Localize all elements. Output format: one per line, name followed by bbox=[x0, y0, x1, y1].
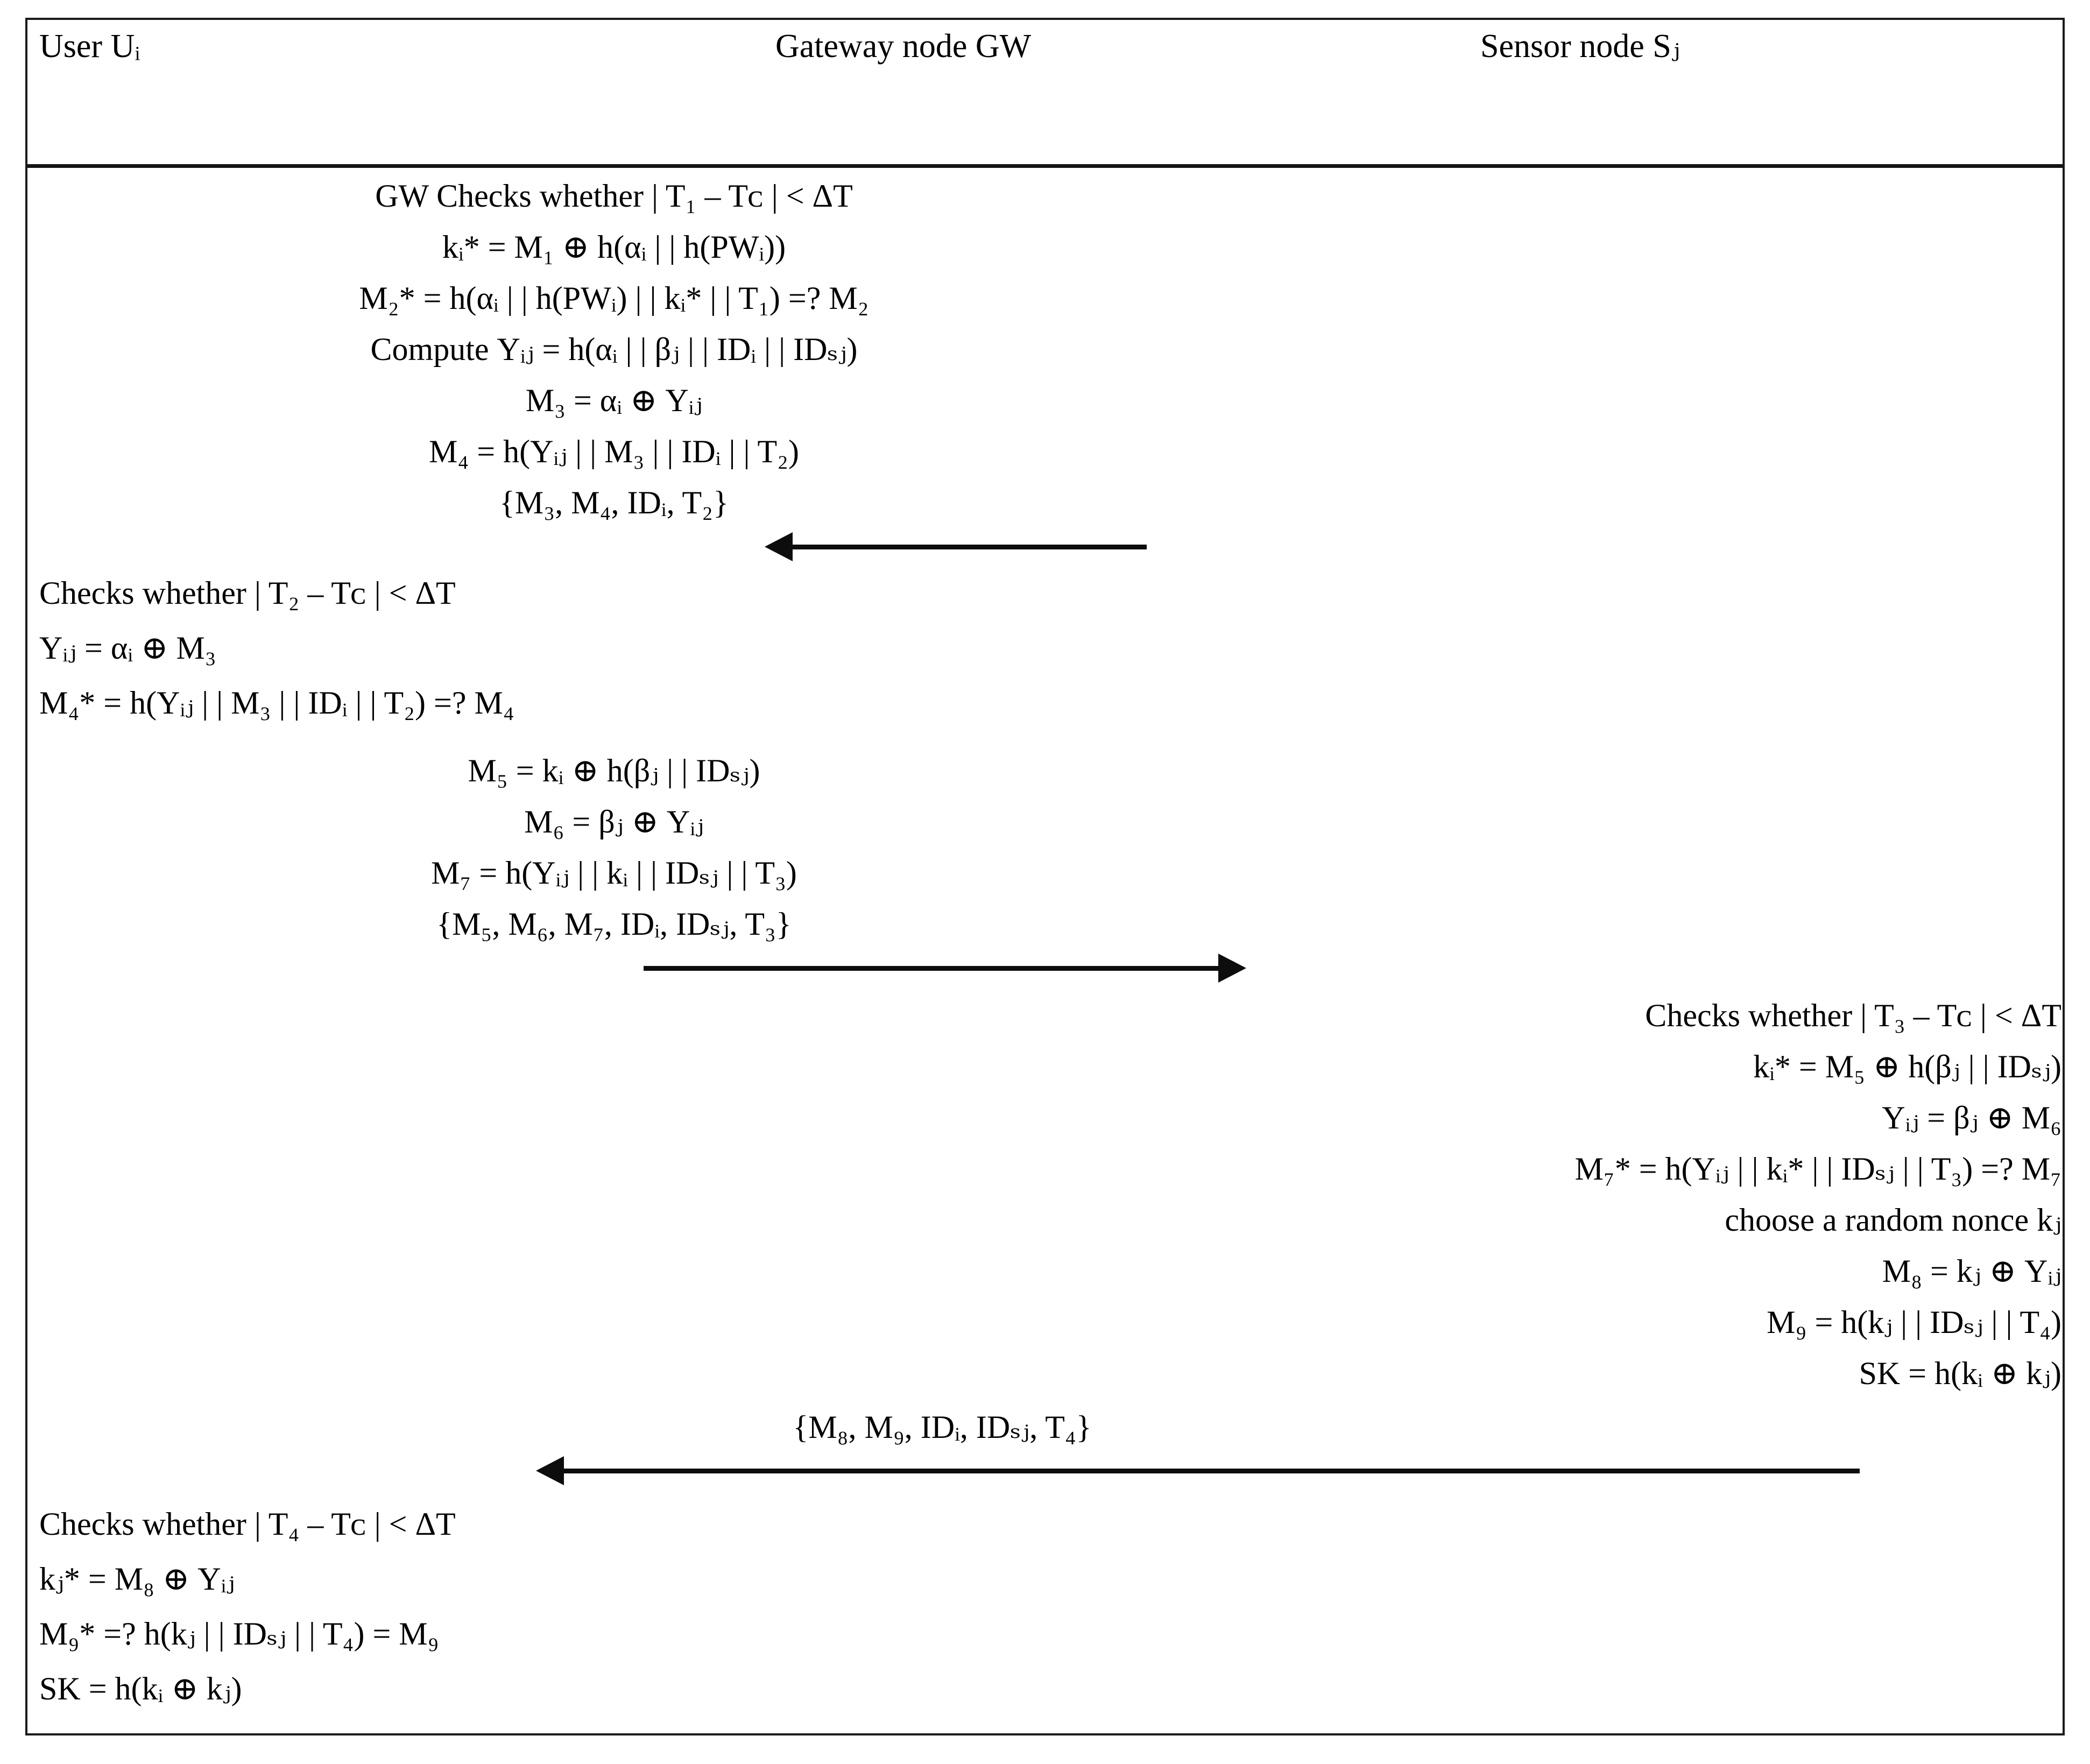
user-step-1: Checks whether | T₂ – Tᴄ | < ΔT bbox=[39, 575, 456, 611]
gateway-step-4: Compute Υᵢⱼ = h(αᵢ | | βⱼ | | IDᵢ | | ID… bbox=[370, 331, 858, 367]
sensor-step-4: M₇* = h(Υᵢⱼ | | kᵢ* | | IDₛⱼ | | T₃) =? … bbox=[1574, 1151, 2061, 1187]
sensor-step-7: M₉ = h(kⱼ | | IDₛⱼ | | T₄) bbox=[1767, 1304, 2061, 1340]
gateway-step-7: M₅ = kᵢ ⊕ h(βⱼ | | IDₛⱼ) bbox=[468, 753, 760, 788]
user-final-step-1: Checks whether | T₄ – Tᴄ | < ΔT bbox=[39, 1506, 456, 1542]
user-step-3: M₄* = h(Υᵢⱼ | | M₃ | | IDᵢ | | T₂) =? M₄ bbox=[39, 685, 514, 721]
gateway-step-2: kᵢ* = M₁ ⊕ h(αᵢ | | h(PWᵢ)) bbox=[442, 229, 786, 265]
user-final-step-2: kⱼ* = M₈ ⊕ Υᵢⱼ bbox=[39, 1561, 235, 1597]
protocol-flow-table: User Uᵢ Gateway node GW Sensor node Sⱼ G… bbox=[25, 18, 2065, 1735]
user-final-step-3: M₉* =? h(kⱼ | | IDₛⱼ | | T₄) = M₉ bbox=[39, 1616, 439, 1652]
arrow-head-left-icon bbox=[765, 532, 793, 561]
arrow-shaft bbox=[786, 545, 1147, 549]
message-1-label: {M₃, M₄, IDᵢ, T₂} bbox=[499, 485, 729, 520]
table-header-row: User Uᵢ Gateway node GW Sensor node Sⱼ bbox=[27, 20, 2063, 168]
sensor-step-5: choose a random nonce kⱼ bbox=[1725, 1202, 2061, 1238]
arrow-head-right-icon bbox=[1218, 954, 1246, 983]
column-header-sensor: Sensor node Sⱼ bbox=[1480, 28, 1681, 65]
sensor-step-2: kᵢ* = M₅ ⊕ h(βⱼ | | IDₛⱼ) bbox=[1753, 1049, 2061, 1084]
gateway-step-1: GW Checks whether | T₁ – Tᴄ | < ΔT bbox=[375, 178, 853, 214]
gateway-step-5: M₃ = αᵢ ⊕ Υᵢⱼ bbox=[525, 383, 703, 418]
sensor-step-6: M₈ = kⱼ ⊕ Υᵢⱼ bbox=[1882, 1253, 2061, 1289]
arrow-shaft bbox=[557, 1469, 1860, 1473]
user-step-2: Υᵢⱼ = αᵢ ⊕ M₃ bbox=[39, 630, 216, 666]
user-final-step-4: SK = h(kᵢ ⊕ kⱼ) bbox=[39, 1671, 242, 1706]
message-2-label: {M₅, M₆, M₇, IDᵢ, IDₛⱼ, T₃} bbox=[436, 906, 792, 942]
gateway-step-3: M₂* = h(αᵢ | | h(PWᵢ) | | kᵢ* | | T₁) =?… bbox=[359, 280, 869, 316]
protocol-body: GW Checks whether | T₁ – Tᴄ | < ΔT kᵢ* =… bbox=[27, 168, 2063, 1734]
sensor-step-1: Checks whether | T₃ – Tᴄ | < ΔT bbox=[1645, 998, 2061, 1033]
gateway-step-8: M₆ = βⱼ ⊕ Υᵢⱼ bbox=[524, 804, 704, 839]
gateway-step-6: M₄ = h(Υᵢⱼ | | M₃ | | IDᵢ | | T₂) bbox=[428, 434, 799, 469]
gateway-step-9: M₇ = h(Υᵢⱼ | | kᵢ | | IDₛⱼ | | T₃) bbox=[431, 855, 797, 891]
arrow-head-left-icon bbox=[536, 1456, 564, 1485]
sensor-step-8: SK = h(kᵢ ⊕ kⱼ) bbox=[1859, 1356, 2061, 1391]
message-3-label: {M₈, M₉, IDᵢ, IDₛⱼ, T₄} bbox=[793, 1409, 1092, 1445]
column-header-gateway: Gateway node GW bbox=[775, 28, 1032, 65]
arrow-shaft bbox=[644, 966, 1225, 971]
sensor-step-3: Υᵢⱼ = βⱼ ⊕ M₆ bbox=[1882, 1100, 2061, 1135]
column-header-user: User Uᵢ bbox=[39, 28, 140, 65]
